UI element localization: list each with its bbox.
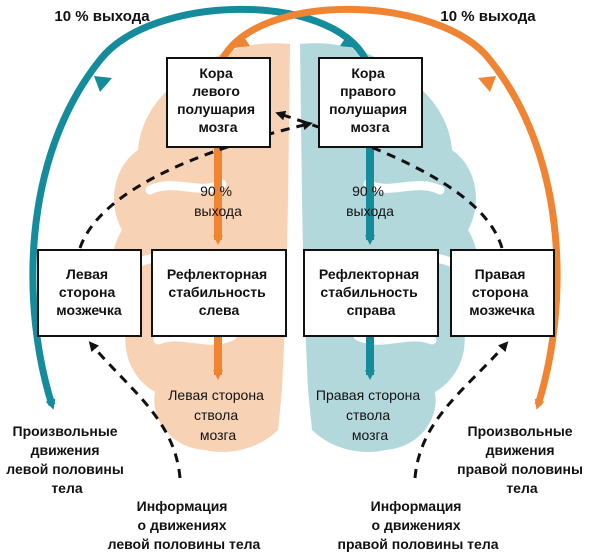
label-reflex-left: Рефлекторная стабильность слева (167, 266, 271, 318)
box-reflex-left (151, 249, 287, 337)
box-cortex-right (318, 57, 423, 148)
label-cerebellum-right: Правая сторона мозжечка (469, 266, 535, 318)
label-voluntary-left: Произвольные движения левой половины тел… (6, 423, 127, 496)
label-cortex-left: Кора левого полушария мозга (177, 65, 259, 135)
label-cortex-right: Кора правого полушария мозга (329, 65, 411, 135)
label-info-left: Информация о движениях левой половины те… (108, 498, 261, 552)
label-brainstem-right: Правая сторона ствола мозга (316, 387, 424, 443)
label-cerebellum-left: Левая сторона мозжечка (56, 266, 122, 318)
label-reflex-right: Рефлекторная стабильность справа (319, 266, 423, 318)
dashed-arc-left-info-to-cerebellum (88, 341, 182, 479)
orange-arc-left-cortex-to-right-body (218, 5, 561, 410)
label-top-right-output: 10 % выхода (440, 8, 536, 25)
label-info-right: Информация о движениях правой половины т… (337, 498, 498, 552)
dashed-arc-right-cerebellum-to-left-cortex (275, 110, 504, 249)
label-top-left-output: 10 % выхода (54, 8, 150, 25)
label-brainstem-left: Левая сторона ствола мозга (168, 387, 268, 443)
teal-arc-top-arrowhead (340, 34, 356, 48)
label-output-right: 90 % выхода (346, 183, 394, 219)
orange-arc-top-arrowhead (234, 34, 250, 48)
dashed-arc-right-info-to-cerebellum (413, 341, 509, 479)
box-cortex-left (166, 57, 271, 148)
teal-arc-arrowhead (94, 76, 112, 92)
box-cerebellum-left (37, 249, 142, 337)
orange-arc-arrowhead (478, 76, 496, 92)
box-cerebellum-right (450, 249, 555, 337)
box-reflex-right (303, 249, 439, 337)
label-voluntary-right: Произвольные движения правой половины те… (457, 423, 587, 496)
label-output-left: 90 % выхода (194, 183, 242, 219)
